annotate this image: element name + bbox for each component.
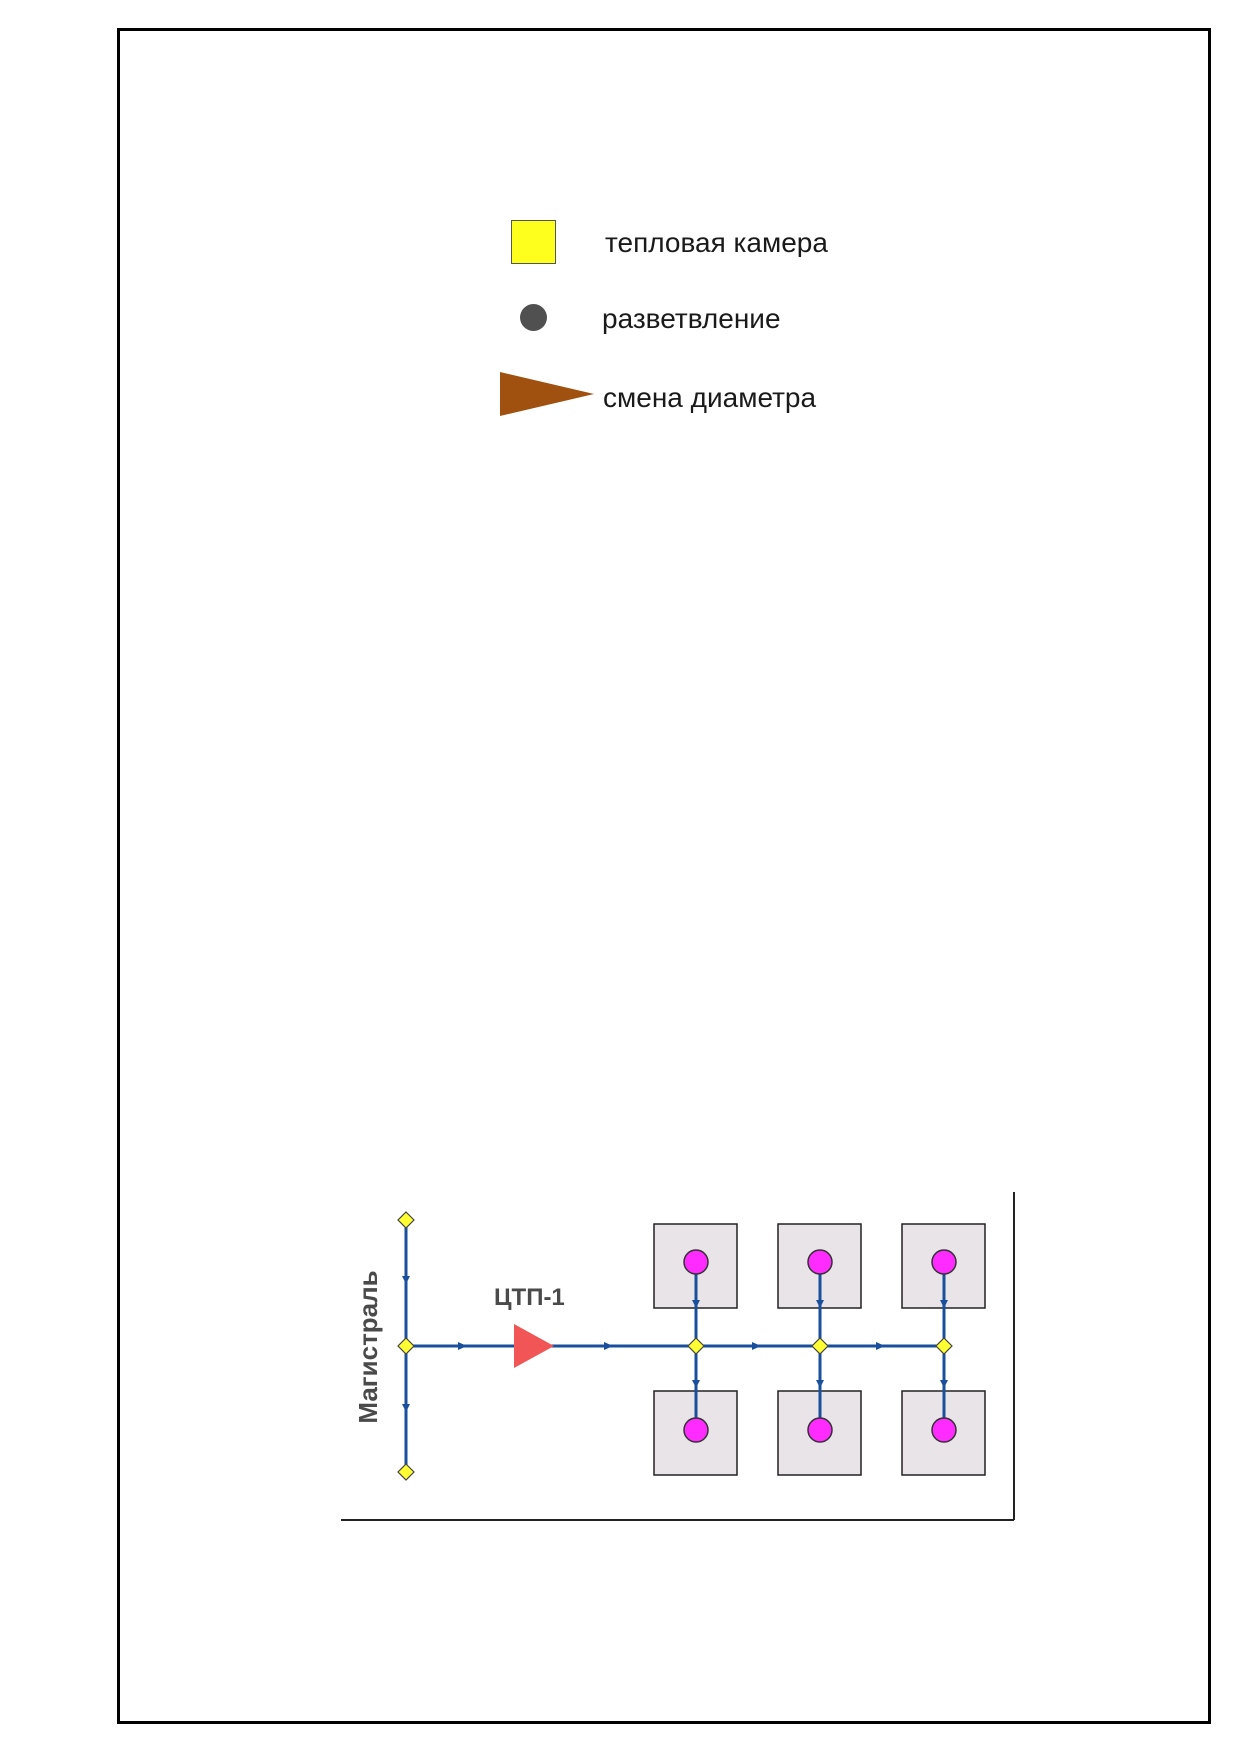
consumer-bottom-2 [807,1417,833,1443]
flow-arrow [940,1380,948,1388]
main-label: Магистраль [353,1270,383,1423]
flow-arrow [604,1342,613,1350]
node-bottom [397,1463,415,1481]
branch-icon [520,304,547,331]
legend-label-branch: разветвление [602,303,781,334]
node-main-junction [397,1337,415,1355]
nodes [397,1211,953,1481]
consumer-bottom-3 [931,1417,957,1443]
node-junction-2 [811,1337,829,1355]
flow-arrow [402,1276,410,1284]
page-frame [117,28,1211,1724]
node-junction-3 [935,1337,953,1355]
flow-arrow [692,1380,700,1388]
flow-arrow [402,1404,410,1412]
buildings [653,1223,986,1476]
flow-arrow [752,1342,761,1350]
flow-arrow [876,1342,885,1350]
station-label: ЦТП-1 [494,1284,565,1311]
flow-arrow [816,1380,824,1388]
consumer-top-2 [807,1249,833,1275]
station-triangle [514,1324,554,1368]
node-junction-1 [687,1337,705,1355]
heat-chamber-icon [511,220,556,264]
flow-arrow [458,1342,467,1350]
node-top [397,1211,415,1229]
consumers [683,1249,957,1443]
scheme-border [341,1192,1015,1521]
flow-arrow [940,1300,948,1308]
flow-arrow [692,1300,700,1308]
consumer-top-1 [683,1249,709,1275]
consumer-top-3 [931,1249,957,1275]
legend-label-diameter-change: смена диаметра [603,382,817,413]
legend-label-heat-chamber: тепловая камера [605,229,828,257]
flow-arrow [816,1300,824,1308]
flow-arrows [402,1276,948,1412]
diameter-change-icon [500,372,594,416]
consumer-bottom-1 [683,1417,709,1443]
